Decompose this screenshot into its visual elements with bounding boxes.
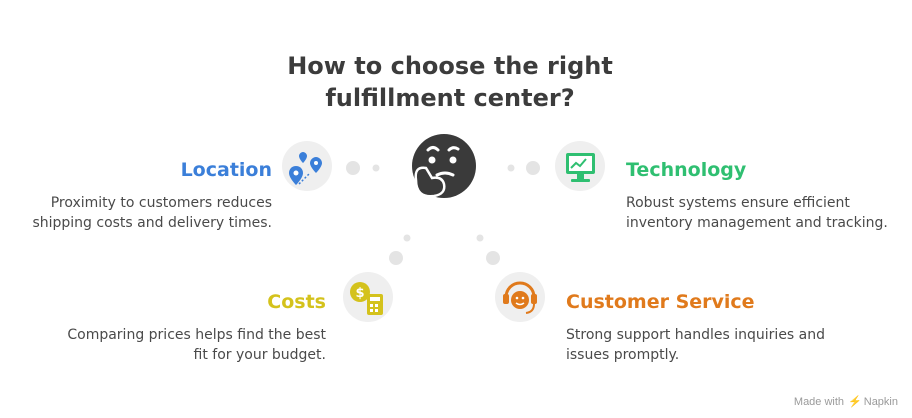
technology-description-line-2: inventory management and tracking. <box>626 215 888 231</box>
map-pins-icon <box>282 141 332 191</box>
customer-service-description: Strong support handles inquiries and iss… <box>566 325 825 365</box>
customer-service-heading: Customer Service <box>566 291 755 313</box>
location-heading: Location <box>180 159 272 181</box>
made-with-label: Made with <box>793 396 845 408</box>
customer-service-description-line-1: Strong support handles inquiries and <box>566 327 826 343</box>
support-agent-icon <box>495 272 545 322</box>
costs-description-line-1: Comparing prices helps find the best <box>67 327 326 343</box>
technology-heading: Technology <box>626 159 747 181</box>
costs-description-line-2: fit for your budget. <box>193 347 326 363</box>
location-description: Proximity to customers reduces shipping … <box>32 193 272 233</box>
thinking-face-icon <box>412 134 476 198</box>
napkin-brand-label: Napkin <box>863 396 898 408</box>
costs-heading: Costs <box>267 291 326 313</box>
monitor-chart-icon <box>555 141 605 191</box>
svg-text:$: $ <box>355 286 364 301</box>
title-line-1: How to choose the right <box>287 52 613 80</box>
technology-description: Robust systems ensure efficient inventor… <box>626 193 888 233</box>
made-with-napkin-footer[interactable]: Made with⚡Napkin <box>794 395 898 408</box>
costs-description: Comparing prices helps find the best fit… <box>67 325 326 365</box>
coin-calculator-icon: $ <box>343 272 393 322</box>
technology-description-line-1: Robust systems ensure efficient <box>626 195 850 211</box>
page-title: How to choose the right fulfillment cent… <box>250 50 650 114</box>
location-description-line-2: shipping costs and delivery times. <box>32 215 272 231</box>
location-description-line-1: Proximity to customers reduces <box>50 195 272 211</box>
connector-dots <box>346 161 540 265</box>
napkin-logo-icon: ⚡ <box>848 396 862 408</box>
title-line-2: fulfillment center? <box>325 84 575 112</box>
customer-service-description-line-2: issues promptly. <box>566 347 680 363</box>
